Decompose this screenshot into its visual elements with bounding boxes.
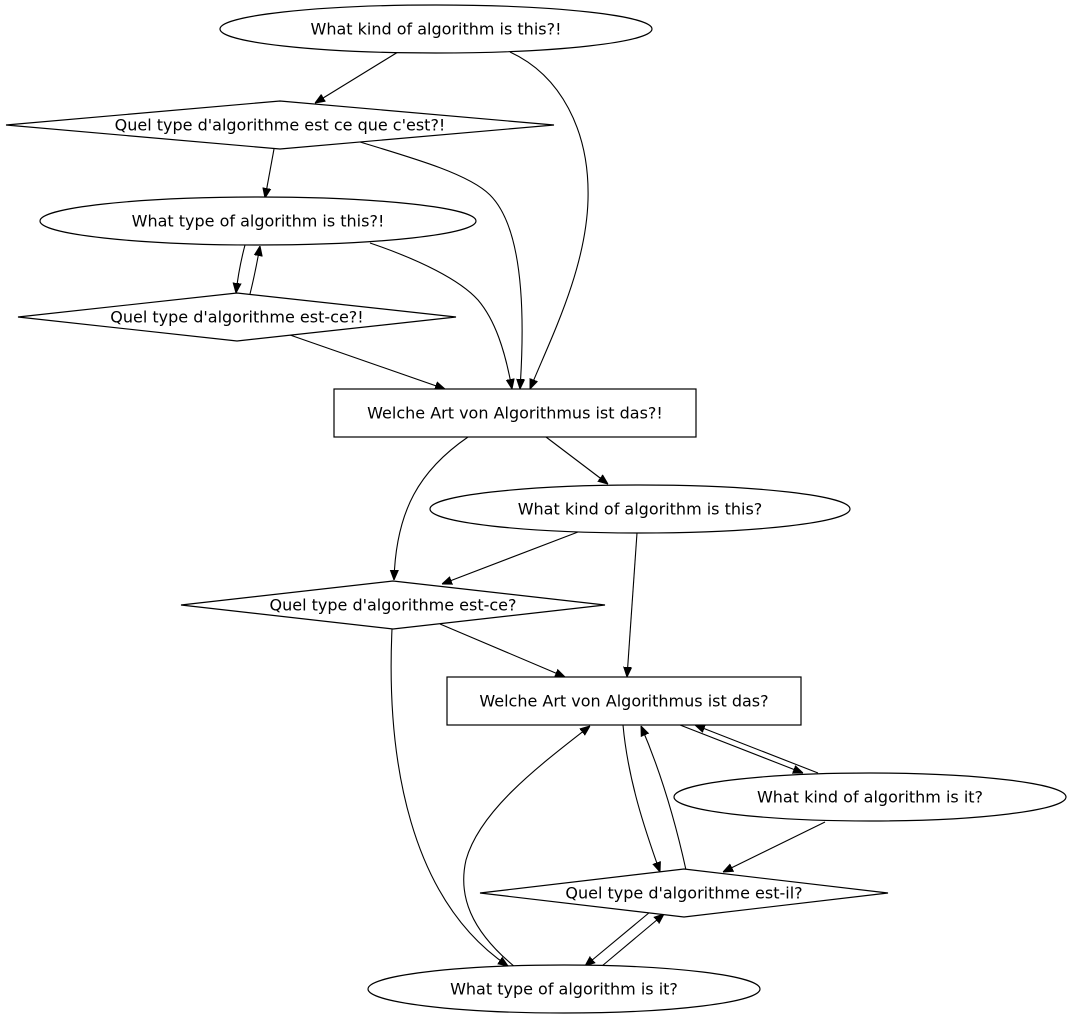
edges	[236, 51, 826, 968]
edge-n3-n4	[236, 244, 246, 293]
node-label: Quel type d'algorithme est-ce?	[270, 596, 517, 615]
ellipse-shape	[673, 772, 1067, 822]
edge-n5-n7	[394, 436, 469, 580]
node-n6: What kind of algorithm is this?	[429, 484, 851, 534]
ellipse-shape	[39, 196, 477, 246]
edge-n11-n10	[601, 914, 664, 967]
node-n4: Quel type d'algorithme est-ce?!	[17, 292, 457, 342]
diamond-shape	[17, 292, 457, 342]
edge-n4-n3	[249, 246, 260, 295]
edge-n5-n6	[545, 436, 608, 484]
node-label: What type of algorithm is it?	[450, 980, 678, 999]
node-n11: What type of algorithm is it?	[367, 964, 761, 1014]
node-label: What kind of algorithm is this?	[518, 500, 763, 519]
edge-n4-n5	[289, 334, 445, 389]
node-n1: What kind of algorithm is this?!	[219, 4, 653, 54]
node-n8: Welche Art von Algorithmus ist das?	[446, 676, 802, 726]
edge-n9-n10	[723, 821, 826, 872]
node-label: What kind of algorithm is it?	[757, 788, 983, 807]
node-label: Quel type d'algorithme est ce que c'est?…	[115, 116, 446, 135]
node-label: Quel type d'algorithme est-il?	[565, 884, 802, 903]
edge-n10-n8	[641, 726, 687, 871]
box-shape	[446, 676, 802, 726]
diamond-shape	[180, 580, 606, 630]
ellipse-shape	[367, 964, 761, 1014]
node-label: Welche Art von Algorithmus ist das?!	[367, 404, 663, 423]
edge-n6-n8	[627, 532, 638, 677]
edge-n9-n8	[695, 725, 819, 774]
diamond-shape	[479, 868, 889, 918]
edge-n8-n9	[679, 724, 803, 773]
edge-n7-n8	[439, 623, 565, 677]
node-label: Welche Art von Algorithmus ist das?	[479, 692, 768, 711]
edge-n1-n5	[509, 51, 589, 389]
edge-n8-n10	[622, 724, 660, 872]
node-n7: Quel type d'algorithme est-ce?	[180, 580, 606, 630]
node-n5: Welche Art von Algorithmus ist das?!	[333, 388, 697, 438]
node-n9: What kind of algorithm is it?	[673, 772, 1067, 822]
ellipse-shape	[429, 484, 851, 534]
node-label: What type of algorithm is this?!	[132, 212, 385, 231]
diamond-shape	[5, 100, 555, 150]
edge-n1-n2	[315, 51, 399, 103]
edge-n11-n8	[463, 726, 590, 968]
edge-n6-n7	[442, 531, 579, 584]
node-n10: Quel type d'algorithme est-il?	[479, 868, 889, 918]
node-n2: Quel type d'algorithme est ce que c'est?…	[5, 100, 555, 150]
edge-n7-n11	[390, 628, 508, 966]
ellipse-shape	[219, 4, 653, 54]
edge-n2-n3	[265, 148, 275, 198]
node-label: Quel type d'algorithme est-ce?!	[110, 308, 363, 327]
edge-n2-n5	[359, 141, 522, 389]
edge-n10-n11	[585, 911, 651, 966]
box-shape	[333, 388, 697, 438]
edge-n3-n5	[369, 242, 512, 389]
node-label: What kind of algorithm is this?!	[311, 20, 562, 39]
node-n3: What type of algorithm is this?!	[39, 196, 477, 246]
